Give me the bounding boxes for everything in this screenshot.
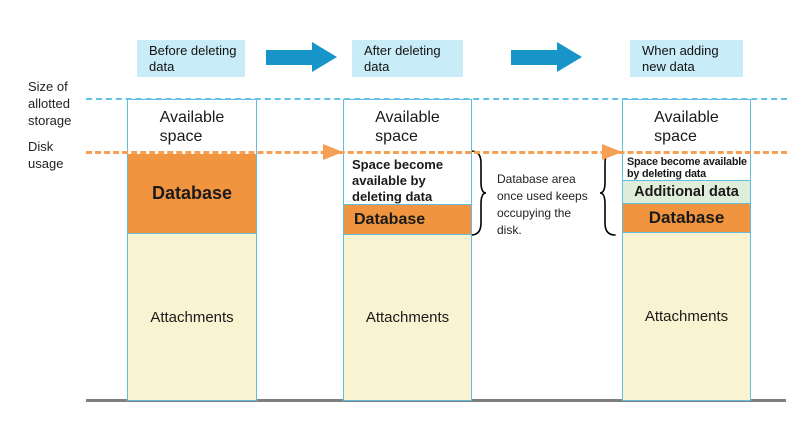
flow-arrow-head bbox=[312, 42, 337, 72]
bar-before-deleting: Available space Database Attachments bbox=[127, 99, 257, 401]
usage-arrowhead-icon bbox=[602, 144, 622, 160]
database-section: Database bbox=[344, 204, 471, 234]
disk-usage-label: Disk usage bbox=[28, 139, 64, 171]
usage-arrowhead-icon bbox=[323, 144, 343, 160]
header-when-adding: When adding new data bbox=[630, 40, 743, 77]
flow-arrow-icon bbox=[511, 42, 582, 72]
header-after-deleting: After deleting data bbox=[352, 40, 463, 77]
allotted-storage-line bbox=[86, 98, 787, 100]
attachments-section: Attachments bbox=[623, 232, 750, 400]
freed-space-section: Space become available by deleting data bbox=[352, 157, 444, 204]
allotted-storage-label: Size of allotted storage bbox=[28, 79, 72, 128]
attachments-section: Attachments bbox=[344, 234, 471, 400]
flow-arrow-body bbox=[266, 50, 312, 65]
available-space-section: Available space bbox=[159, 109, 225, 145]
database-section: Database bbox=[623, 203, 750, 232]
bar-when-adding: Available space Space become available b… bbox=[622, 99, 751, 401]
freed-space-section: Space become available by deleting data bbox=[627, 156, 747, 180]
bar-after-deleting: Available space Space become available b… bbox=[343, 99, 472, 401]
database-section: Database bbox=[128, 154, 256, 233]
available-space-section: Available space bbox=[375, 109, 440, 145]
additional-data-section: Additional data bbox=[623, 180, 750, 203]
disk-usage-line bbox=[86, 151, 787, 154]
annotation-text: Database area once used keeps occupying … bbox=[497, 172, 588, 237]
flow-arrow-icon bbox=[266, 42, 337, 72]
available-space-section: Available space bbox=[654, 109, 719, 145]
flow-arrow-head bbox=[557, 42, 582, 72]
flow-arrow-body bbox=[511, 50, 557, 65]
left-brace-icon bbox=[470, 150, 487, 236]
right-brace-icon bbox=[599, 150, 616, 236]
header-before-deleting: Before deleting data bbox=[137, 40, 245, 77]
attachments-section: Attachments bbox=[128, 233, 256, 400]
